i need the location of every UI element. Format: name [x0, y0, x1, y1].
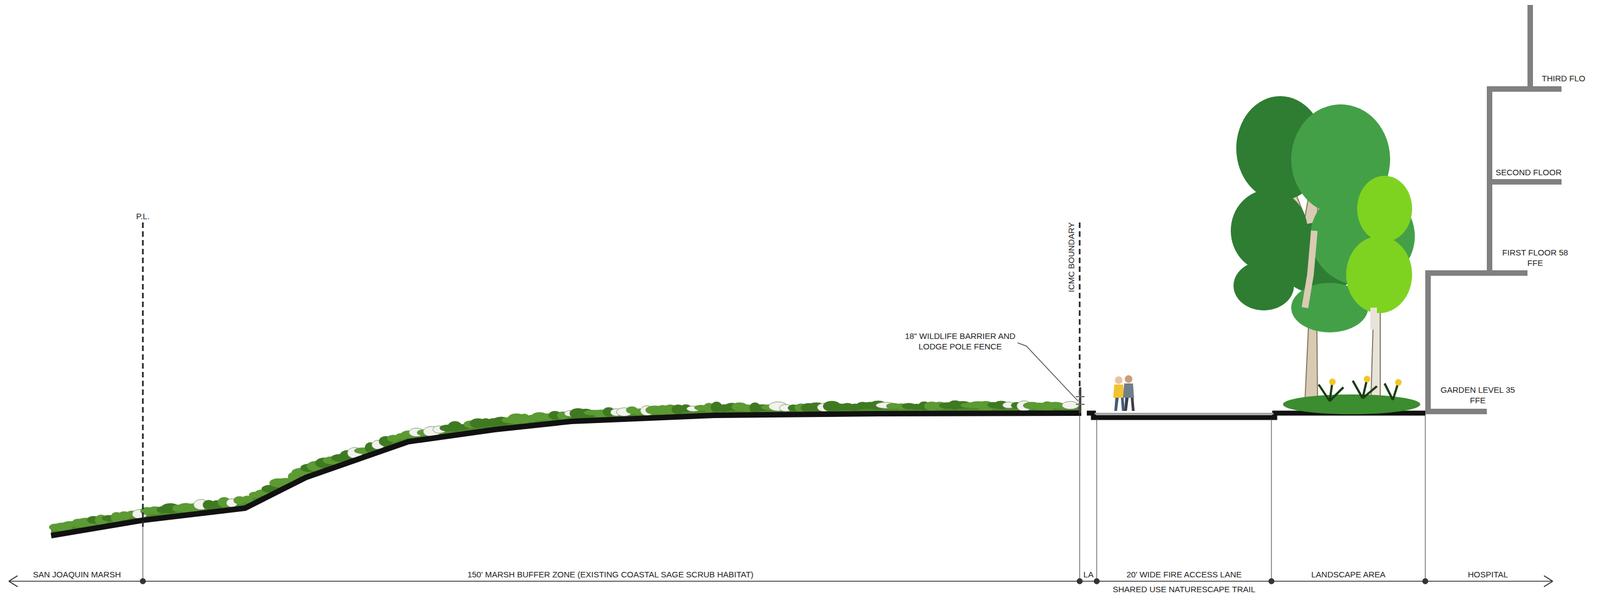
section-label: HOSPITAL	[1466, 569, 1509, 581]
fence-rail	[1075, 403, 1085, 405]
dimension-line	[8, 413, 1553, 587]
section-label: LA	[1082, 569, 1095, 581]
section-label: 18" WILDLIFE BARRIER AND LODGE POLE FENC…	[903, 331, 1017, 353]
section-label: SECOND FLOOR	[1495, 167, 1562, 179]
section-label: 150' MARSH BUFFER ZONE (EXISTING COASTAL…	[466, 569, 755, 581]
scrub-shrub	[1062, 401, 1079, 410]
scrub-band	[51, 405, 1082, 536]
boundary-line	[1079, 222, 1081, 414]
section-label: GARDEN LEVEL 35 FFE	[1437, 385, 1518, 407]
ground-profile	[51, 413, 1082, 536]
section-label: 20' WIDE FIRE ACCESS LANE	[1125, 569, 1243, 581]
section-label: LANDSCAPE AREA	[1309, 569, 1387, 581]
hospital-building	[1425, 4, 1562, 415]
section-label: THIRD FLO	[1541, 73, 1586, 85]
ground-line	[51, 413, 1082, 536]
fence-post	[1079, 387, 1082, 414]
planting	[1282, 375, 1421, 415]
section-label: SAN JOAQUIN MARSH	[31, 569, 122, 581]
lane-surface	[1094, 413, 1274, 415]
lane-slab	[1086, 413, 1426, 418]
section-label: FIRST FLOOR 58 FFE	[1500, 247, 1571, 269]
sage-scrub	[48, 400, 1082, 536]
people-figures	[1113, 375, 1135, 411]
fence-rail	[1075, 396, 1085, 398]
tree	[1230, 96, 1415, 402]
boundary-label: ICMC BOUNDARY	[1067, 221, 1078, 292]
leader-line	[1017, 342, 1079, 402]
section-label: SHARED USE NATURESCAPE TRAIL	[1111, 584, 1257, 596]
property-line	[142, 222, 144, 528]
section-label: P.L.	[136, 211, 150, 222]
